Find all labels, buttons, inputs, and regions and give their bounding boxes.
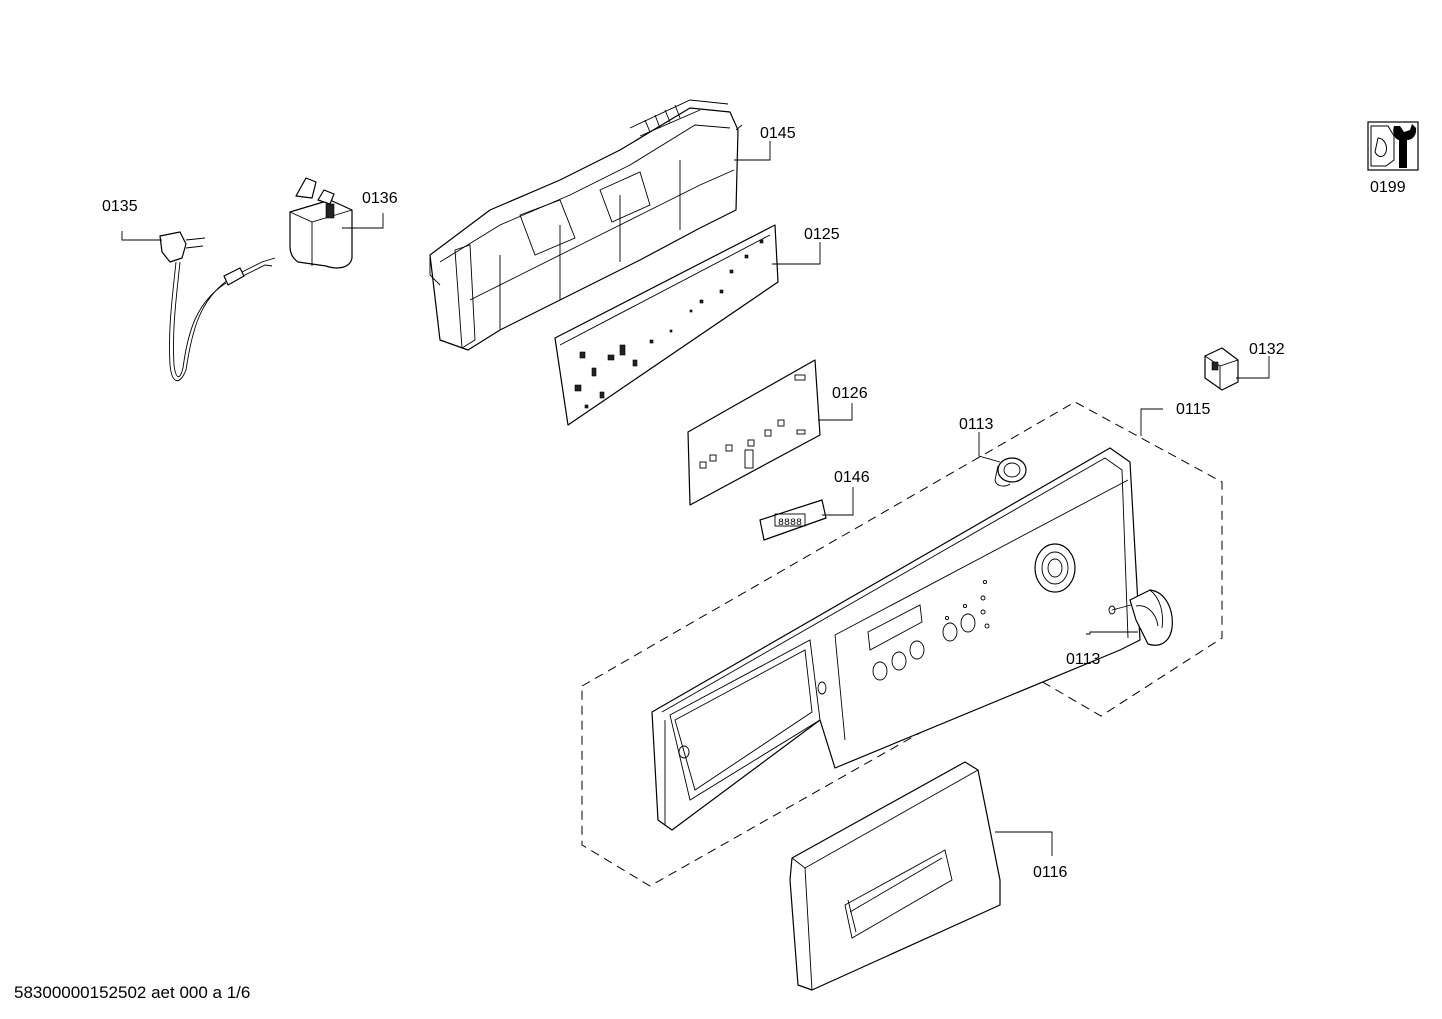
label-0145: 0145 (760, 125, 796, 142)
label-0113-right: 0113 (1066, 651, 1101, 668)
part-0126-display-pcb[interactable] (687, 359, 821, 506)
part-0113-knob-cap[interactable] (994, 457, 1027, 487)
label-0126: 0126 (832, 385, 868, 402)
part-0113-knob[interactable] (1108, 589, 1173, 646)
document-id: 58300000152502 aet 000 a 1/6 (14, 983, 250, 1002)
wrench-icon (1367, 121, 1419, 171)
part-0135-power-cord[interactable] (159, 231, 276, 382)
svg-text:8888: 8888 (778, 518, 802, 529)
label-0113-top: 0113 (959, 416, 994, 433)
label-0135: 0135 (102, 198, 138, 215)
part-0146-led-display[interactable]: 8888 (759, 499, 827, 541)
label-0116: 0116 (1033, 864, 1068, 881)
label-0146: 0146 (834, 469, 870, 486)
part-0136-filter[interactable] (289, 177, 353, 269)
part-0115-control-panel[interactable] (651, 447, 1141, 831)
label-0132: 0132 (1249, 341, 1285, 358)
part-0125-main-pcb[interactable] (554, 224, 779, 426)
assembly-0115-outline (581, 401, 1223, 887)
label-0125: 0125 (804, 226, 840, 243)
label-0199: 0199 (1370, 179, 1406, 196)
part-0116-drawer-handle[interactable] (789, 761, 1001, 991)
label-0115: 0115 (1176, 401, 1211, 418)
part-0145-housing[interactable] (429, 99, 743, 351)
leader-lines (121, 141, 1270, 856)
part-0132-clip[interactable] (1204, 347, 1239, 391)
label-0136: 0136 (362, 190, 398, 207)
